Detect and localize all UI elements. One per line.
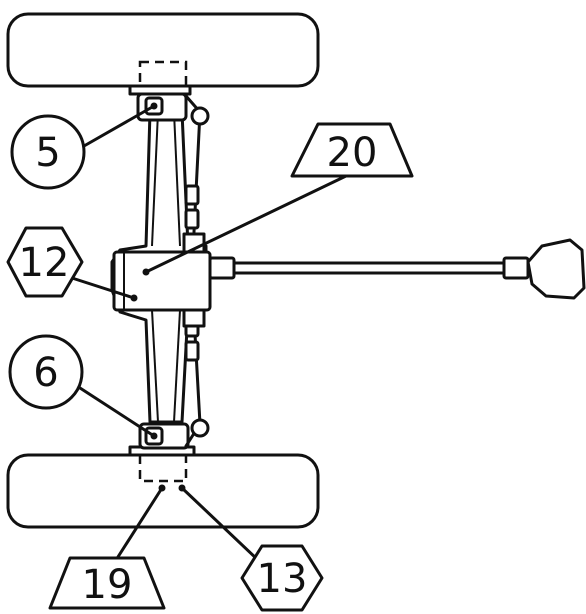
shaft-joint <box>502 256 530 280</box>
callout-20: 20 <box>290 122 414 178</box>
leader-5 <box>82 104 156 148</box>
top-wheel <box>6 12 320 88</box>
callout-13-label: 13 <box>257 556 308 602</box>
propeller-shaft <box>232 261 508 275</box>
callout-12-label: 12 <box>19 240 70 286</box>
callout-12: 12 <box>6 226 84 298</box>
callout-20-label: 20 <box>327 130 378 176</box>
callout-5: 5 <box>10 114 86 190</box>
leader-19 <box>114 486 164 562</box>
leader-20 <box>144 174 348 274</box>
pinion-flange <box>208 256 236 280</box>
callout-6-label: 6 <box>33 350 58 396</box>
callout-5-label: 5 <box>35 130 60 176</box>
leader-12 <box>70 276 136 300</box>
callout-13: 13 <box>240 544 324 612</box>
callout-6: 6 <box>8 334 84 410</box>
callout-19: 19 <box>48 556 166 610</box>
differential-housing <box>112 250 212 312</box>
callout-19-label: 19 <box>82 562 133 608</box>
leader-6 <box>78 386 156 438</box>
leader-13 <box>180 486 260 562</box>
shaft-end-flange <box>526 238 586 300</box>
